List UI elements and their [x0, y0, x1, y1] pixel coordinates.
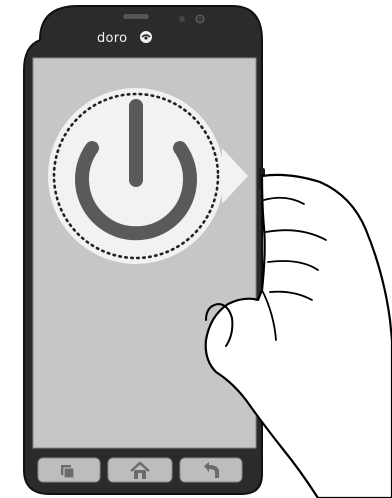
earpiece-speaker: [123, 14, 149, 19]
brand-logo: doro: [97, 28, 167, 50]
doro-circle-logo-icon: [139, 30, 153, 44]
bottom-nav: [38, 458, 242, 482]
brand-name: doro: [97, 31, 127, 46]
front-camera: [196, 15, 204, 23]
sensor-dot: [179, 16, 185, 22]
back-button[interactable]: [180, 458, 242, 482]
